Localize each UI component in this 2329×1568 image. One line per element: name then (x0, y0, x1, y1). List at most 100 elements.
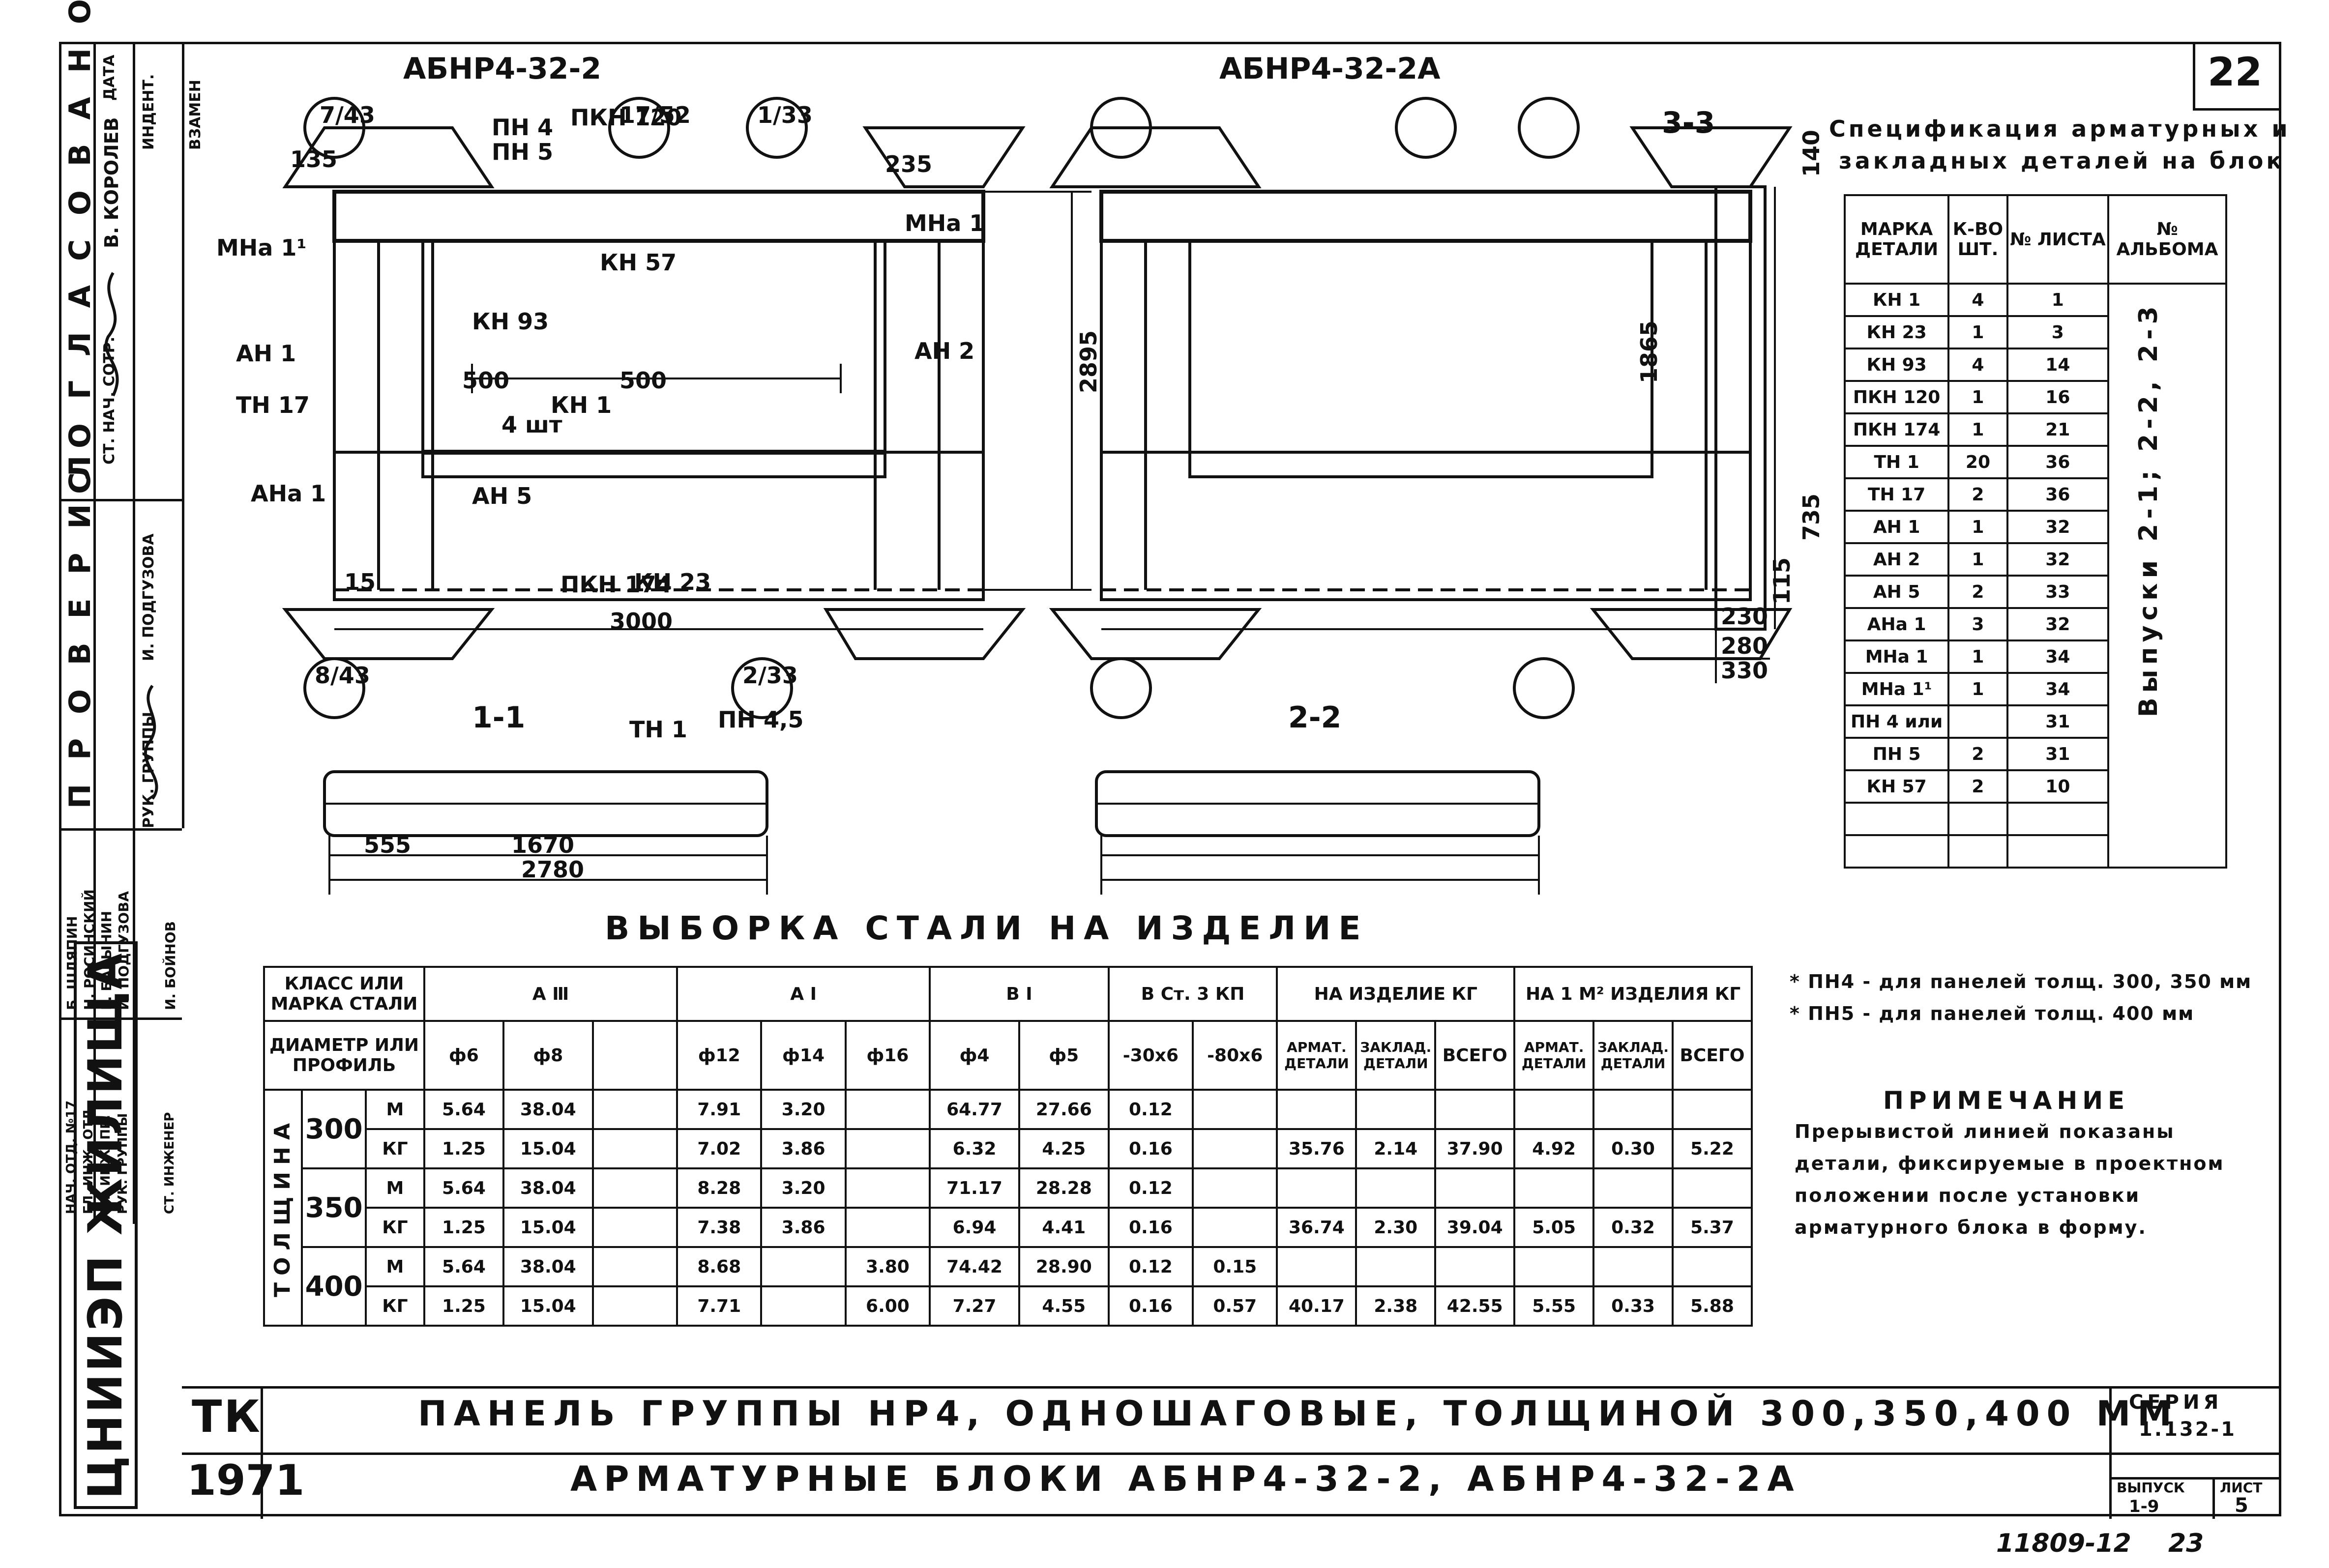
spec-row-2-sheet: 14 (2006, 348, 2110, 382)
steel-cell: 7.38 (676, 1207, 763, 1248)
thickness-label-cell: ТОЛЩИНА (263, 1089, 303, 1327)
spec-row-10-qty: 3 (1947, 607, 2008, 641)
label-8: АН 2 (914, 338, 974, 364)
steel-cell: 2.14 (1355, 1128, 1437, 1169)
title-block (182, 1386, 2281, 1519)
steel-cell: 5.22 (1671, 1128, 1753, 1169)
steel-cell: 6.94 (929, 1207, 1020, 1248)
steel-cell: 2.38 (1355, 1285, 1437, 1327)
steel-cell: 0.16 (1107, 1128, 1194, 1169)
steel-cell (591, 1207, 678, 1248)
section-2-2 (1095, 770, 1540, 895)
steel-cell (1192, 1128, 1278, 1169)
steel-cell: 5.88 (1671, 1285, 1753, 1327)
spec-row-empty-0 (1843, 802, 1950, 836)
dim-13: 280 (1721, 633, 1768, 659)
steel-cell (844, 1207, 931, 1248)
steel-cell: 74.42 (929, 1246, 1020, 1287)
steel-cell: 1.25 (423, 1128, 504, 1169)
steel-cell: 7.27 (929, 1285, 1020, 1327)
spec-row-15-mark: КН 57 (1843, 769, 1950, 804)
spec-header-mark: МАРКА ДЕТАЛИ (1843, 194, 1950, 285)
steel-cell: 3.20 (760, 1089, 847, 1130)
title-line2: АРМАТУРНЫЕ БЛОКИ АБНР4-32-2, АБНР4-32-2А (570, 1459, 1801, 1499)
steel-cell: 5.05 (1513, 1207, 1595, 1248)
steel-cell: 0.57 (1192, 1285, 1278, 1327)
steel-cell: 5.64 (423, 1089, 504, 1130)
sig-name-4: И. БОЙНОВ (162, 921, 178, 1010)
spec-row-15-sheet: 10 (2006, 769, 2110, 804)
steel-cell (844, 1128, 931, 1169)
spec-row-7-sheet: 32 (2006, 510, 2110, 544)
steel-cell (1671, 1246, 1753, 1287)
dim-11: 115 (1769, 557, 1795, 605)
steel-cell: 0.12 (1107, 1089, 1194, 1130)
dim-3: 500 (462, 367, 509, 394)
steel-diam-header: ДИАМЕТР ИЛИ ПРОФИЛЬ (263, 1020, 425, 1091)
label-15: КН 93 (472, 308, 549, 335)
spec-title-line1: Спецификация арматурных и (1829, 116, 2291, 142)
spec-row-8-sheet: 32 (2006, 542, 2110, 577)
dim-0: 135 (290, 146, 337, 173)
steel-cell: 39.04 (1434, 1207, 1516, 1248)
spec-row-6-mark: ТН 17 (1843, 477, 1950, 512)
steel-diam-1: ф8 (502, 1020, 594, 1091)
label-12: КН 1 (551, 392, 612, 418)
label-10: ТН 1 (629, 716, 687, 743)
spec-row-0-mark: КН 1 (1843, 283, 1950, 317)
dim-7: 3000 (610, 608, 673, 635)
spec-row-8-qty: 1 (1947, 542, 2008, 577)
steel-cell: 8.28 (676, 1167, 763, 1209)
steel-diam-2 (591, 1020, 678, 1091)
spec-album-cell: Выпуски 2-1; 2-2, 2-3 (2107, 283, 2227, 869)
steel-cell: 6.32 (929, 1128, 1020, 1169)
steel-cell: 38.04 (502, 1167, 594, 1209)
label-14: КН 57 (600, 249, 677, 276)
steel-diam-8: -30х6 (1107, 1020, 1194, 1091)
steel-cell (591, 1089, 678, 1130)
steel-diam-11: ЗАКЛАД. ДЕТАЛИ (1355, 1020, 1437, 1091)
steel-diam-15: ВСЕГО (1671, 1020, 1753, 1091)
spec-row-13-sheet: 31 (2006, 704, 2110, 739)
steel-cell: 1.25 (423, 1207, 504, 1248)
spec-row-3-sheet: 16 (2006, 380, 2110, 414)
steel-cell (1671, 1167, 1753, 1209)
spec-header-qty: К-ВО ШТ. (1947, 194, 2008, 285)
steel-cell: 0.30 (1592, 1128, 1674, 1169)
dim-17: 2780 (521, 856, 584, 883)
unit-cell: КГ (364, 1128, 425, 1169)
dim-5: 4 шт (501, 411, 562, 438)
series-label: СЕРИЯ (2129, 1391, 2223, 1414)
left-title: АБНР4-32-2 (403, 52, 601, 86)
spec-row-14-mark: ПН 5 (1843, 737, 1950, 771)
steel-cell: 5.64 (423, 1167, 504, 1209)
note-line-1: детали, фиксируемые в проектном (1795, 1153, 2225, 1174)
issue-value: 1-9 (2129, 1497, 2159, 1516)
steel-class-header: КЛАСС ИЛИ МАРКА СТАЛИ (263, 966, 425, 1022)
spec-row-6-sheet: 36 (2006, 477, 2110, 512)
left-block-elevation (282, 126, 1091, 660)
approval-stamp: С О Г Л А С О В А Н О В. КОРОЛЕВ СТ. НАЧ… (59, 0, 204, 1025)
label-5: МНа 1¹ (216, 234, 306, 261)
steel-cell (1434, 1167, 1516, 1209)
note-line-3: арматурного блока в форму. (1795, 1217, 2147, 1238)
note-title: ПРИМЕЧАНИЕ (1883, 1086, 2130, 1115)
steel-cell: 38.04 (502, 1089, 594, 1130)
steel-diam-0: ф6 (423, 1020, 504, 1091)
steel-cell: 38.04 (502, 1246, 594, 1287)
title-tk: ТК (192, 1391, 262, 1443)
spec-row-4-mark: ПКН 174 (1843, 412, 1950, 447)
section-1-1 (323, 770, 768, 895)
dim-10: 140 (1798, 130, 1819, 177)
steel-cell: 4.92 (1513, 1128, 1595, 1169)
steel-cell (1276, 1167, 1357, 1209)
right-block-elevation (1049, 126, 1793, 660)
thickness-value: 400 (301, 1246, 367, 1327)
dim-9: 735 (1798, 494, 1819, 541)
label-13: КН 23 (634, 569, 711, 595)
spec-row-8-mark: АН 2 (1843, 542, 1950, 577)
